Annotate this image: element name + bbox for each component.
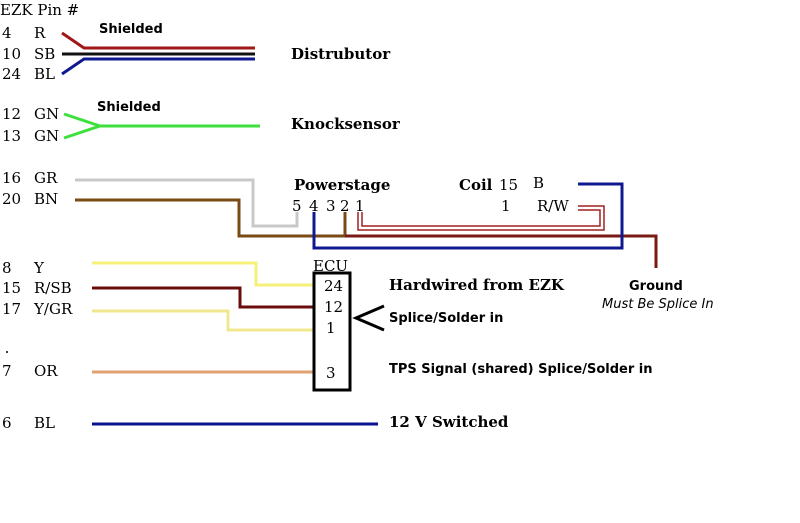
ecu-pin-24: 24	[324, 277, 343, 295]
pin-code: GN	[34, 105, 59, 123]
pin-number: 24	[2, 65, 21, 83]
pin-number: 20	[2, 190, 21, 208]
pin-number: 17	[2, 300, 21, 318]
wire-red-pin4	[61, 31, 255, 50]
pin-code: BN	[34, 190, 58, 208]
ezk-pin-header: EZK Pin #	[0, 1, 79, 19]
pin-number: 4	[2, 24, 12, 42]
ecu-box	[312, 271, 352, 392]
pin-code: Y	[33, 259, 45, 277]
wire-ground	[345, 234, 658, 268]
wire-yellow-pin8	[92, 261, 314, 287]
coil-b-label: B	[533, 174, 544, 192]
wire-blue-pin24	[61, 57, 255, 76]
wire-ygr-pin17	[92, 309, 314, 332]
pin-number: 12	[2, 105, 21, 123]
wire-green-pin12	[63, 112, 260, 128]
coil-label: Coil	[459, 176, 493, 194]
wire-blue-coil-b	[312, 182, 624, 250]
ground-label: Ground	[629, 279, 683, 294]
pin-number: 13	[2, 127, 21, 145]
splice-solder-label: Splice/Solder in	[389, 311, 503, 326]
pin-number: 7	[2, 362, 12, 380]
wire-rsb-pin15	[92, 286, 314, 309]
pin-code: R/SB	[34, 279, 72, 297]
pin-code: SB	[34, 45, 55, 63]
coil-pin-1: 1	[501, 197, 511, 215]
distributor-label: Distrubutor	[291, 45, 391, 63]
hardwired-label: Hardwired from EZK	[389, 276, 565, 294]
ground-note: Must Be Splice In	[602, 297, 714, 312]
coil-pin-15: 15	[499, 176, 518, 194]
stray-dot	[6, 351, 8, 353]
shielded-label: Shielded	[99, 22, 163, 37]
pin-number: 6	[2, 414, 12, 432]
pin-code: GR	[34, 169, 58, 187]
pin-number: 16	[2, 169, 21, 187]
wire-coil-rw-outer	[357, 205, 605, 231]
ecu-pin-1: 1	[326, 319, 336, 337]
tps-label: TPS Signal (shared) Splice/Solder in	[389, 362, 653, 377]
knocksensor-label: Knocksensor	[291, 115, 401, 133]
shielded-label: Shielded	[97, 100, 161, 115]
ecu-pin-12: 12	[324, 298, 343, 316]
wire-coil-rw-inner	[361, 209, 601, 227]
ecu-pin-3: 3	[326, 364, 336, 382]
wire-brown-pin20	[75, 198, 347, 238]
pin-number: 10	[2, 45, 21, 63]
wire-gray-pin16	[75, 178, 299, 228]
wire-green-pin13	[63, 124, 101, 140]
ecu-label: ECU	[313, 257, 348, 275]
pin-code: BL	[34, 414, 55, 432]
pin-code: GN	[34, 127, 59, 145]
powerstage-pin-3: 3	[326, 197, 336, 215]
pin-number: 8	[2, 259, 12, 277]
pin-number: 15	[2, 279, 21, 297]
pin-code: BL	[34, 65, 55, 83]
powerstage-pin-1: 1	[355, 197, 365, 215]
pin-code: Y/GR	[33, 300, 73, 318]
powerstage-pin-2: 2	[340, 197, 350, 215]
powerstage-label: Powerstage	[294, 176, 390, 194]
pin-code: OR	[34, 362, 58, 380]
powerstage-pin-5: 5	[292, 197, 302, 215]
switched-12v-label: 12 V Switched	[389, 413, 509, 431]
pin-code: R	[34, 24, 46, 42]
coil-rw-label: R/W	[537, 197, 569, 215]
powerstage-pin-4: 4	[309, 197, 319, 215]
splice-arrow	[352, 304, 385, 332]
